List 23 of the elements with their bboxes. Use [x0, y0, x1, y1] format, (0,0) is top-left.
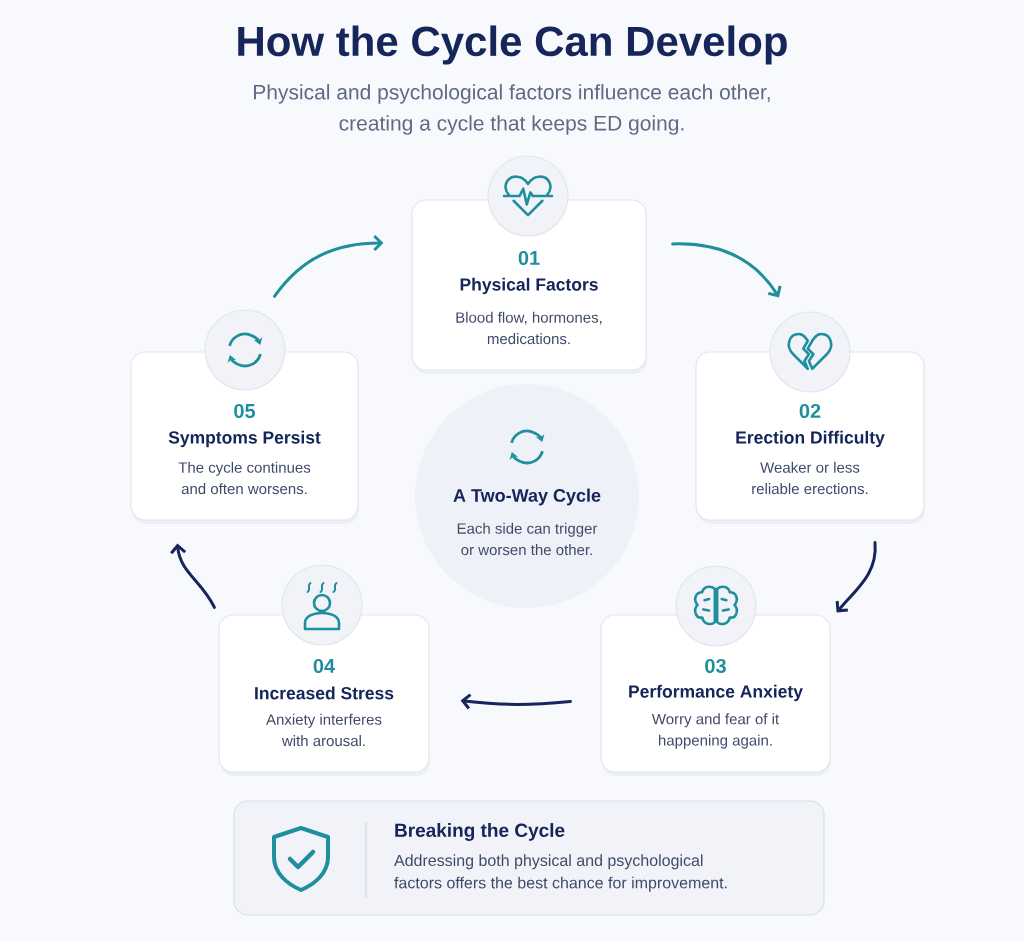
- step-number: 04: [313, 658, 335, 674]
- step-title: Erection Difficulty: [736, 430, 885, 448]
- arrow: [170, 543, 216, 609]
- step-number: 02: [799, 403, 821, 419]
- step-number: 05: [234, 403, 256, 419]
- description: Each side can trigger or worsen the other.: [457, 522, 598, 556]
- heading: A Two-Way Cycle: [453, 488, 601, 506]
- step-title: Symptoms Persist: [168, 430, 321, 448]
- step-description: Weaker or less reliable erections.: [752, 461, 868, 495]
- step-description: Blood flow, hormones, medications.: [456, 311, 602, 345]
- arrow: [273, 234, 384, 298]
- arrow: [460, 693, 572, 710]
- title: How the Cycle Can Develop: [238, 25, 787, 65]
- arrow: [835, 541, 877, 613]
- description: Addressing both physical and psychological factors offers the best chance for improvement.: [394, 854, 727, 892]
- subtitle: Physical and psychological factors influence each other, creating a cycle that keeps ED going.: [254, 84, 770, 135]
- step-title: Physical Factors: [460, 277, 598, 295]
- step-description: The cycle continues and often worsens.: [178, 461, 311, 495]
- step-description: Anxiety interferes with arousal.: [266, 713, 382, 747]
- step-number: 01: [518, 250, 540, 266]
- step-title: Increased Stress: [255, 686, 394, 700]
- arrow: [671, 242, 782, 298]
- heading: Breaking the Cycle: [395, 823, 565, 841]
